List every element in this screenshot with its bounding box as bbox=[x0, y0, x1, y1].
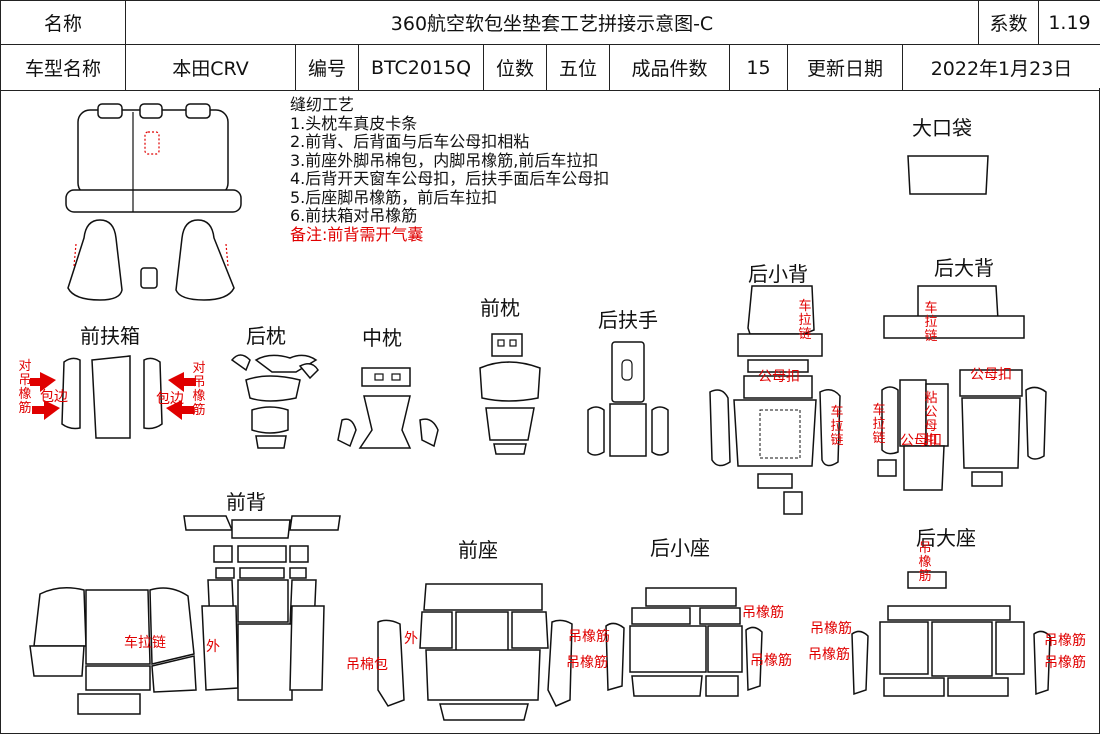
seats-value: 五位 bbox=[546, 44, 610, 91]
rear-small-seat-label: 后小座 bbox=[650, 536, 710, 560]
note-item: 3.前座外脚吊棉包，内脚吊橡筋,前后车拉扣 bbox=[290, 150, 599, 170]
note-item: 1.头枕车真皮卡条 bbox=[290, 113, 418, 133]
note-item: 5.后座脚吊橡筋，前后车拉扣 bbox=[290, 187, 498, 207]
hang-elastic-note: 吊橡筋 bbox=[918, 541, 932, 584]
rear-armrest-pieces bbox=[587, 341, 669, 457]
paste-snap-note: 粘公母扣 bbox=[924, 391, 938, 448]
zipper-note: 车拉链 bbox=[830, 405, 844, 448]
front-headrest-label: 前枕 bbox=[480, 296, 520, 320]
rear-large-seat-label: 后大座 bbox=[916, 526, 976, 550]
sheet-title: 360航空软包坐垫套工艺拼接示意图-C bbox=[125, 0, 979, 45]
date-label: 更新日期 bbox=[787, 44, 903, 91]
code-value: BTC2015Q bbox=[358, 44, 484, 91]
front-seat-pieces bbox=[377, 583, 573, 721]
hang-elastic-note: 吊橡筋 bbox=[750, 653, 792, 669]
hang-elastic-note: 吊橡筋 bbox=[568, 629, 610, 645]
hang-elastic-note: 吊橡筋 bbox=[1044, 633, 1086, 649]
rear-small-back-pieces bbox=[709, 285, 841, 515]
middle-headrest-label: 中枕 bbox=[362, 326, 402, 350]
rear-small-back-label: 后小背 bbox=[748, 262, 808, 286]
pair-elastic-note-right: 对吊橡筋 bbox=[192, 361, 206, 418]
seat-overview-illustration bbox=[65, 103, 242, 301]
big-pocket-label: 大口袋 bbox=[912, 116, 972, 140]
middle-headrest-pieces bbox=[337, 367, 439, 449]
zipper-note: 车拉链 bbox=[798, 299, 812, 342]
pieces-label: 成品件数 bbox=[609, 44, 730, 91]
front-console-pieces bbox=[30, 355, 196, 439]
rear-large-seat-pieces bbox=[851, 571, 1051, 697]
front-back-pieces bbox=[29, 515, 341, 715]
pieces-value: 15 bbox=[729, 44, 788, 91]
rear-large-back-pieces bbox=[877, 285, 1047, 491]
zipper-note: 车拉链 bbox=[924, 301, 938, 344]
rear-headrest-pieces bbox=[230, 354, 319, 449]
pair-elastic-note-left: 对吊橡筋 bbox=[18, 359, 32, 416]
rear-small-seat-pieces bbox=[605, 587, 763, 697]
hang-elastic-note: 吊橡筋 bbox=[810, 621, 852, 637]
sewing-notes: 缝纫工艺 1.头枕车真皮卡条 2.前背、后背面与后车公母扣相粘 3.前座外脚吊棉… bbox=[290, 95, 610, 244]
edge-wrap-note-left: 包边 bbox=[40, 389, 68, 405]
front-seat-label: 前座 bbox=[458, 538, 498, 562]
note-item: 4.后背开天窗车公母扣，后扶手面后车公母扣 bbox=[290, 169, 610, 188]
front-console-label: 前扶箱 bbox=[80, 324, 140, 348]
date-value: 2022年1月23日 bbox=[902, 44, 1100, 91]
outer-note: 外 bbox=[404, 631, 418, 647]
code-label: 编号 bbox=[295, 44, 359, 91]
edge-wrap-note-right: 包边 bbox=[156, 391, 184, 407]
notes-remark: 备注:前背需开气囊 bbox=[290, 224, 424, 244]
zipper-note: 车拉链 bbox=[872, 403, 886, 446]
note-item: 6.前扶箱对吊橡筋 bbox=[290, 206, 418, 225]
notes-title: 缝纫工艺 bbox=[290, 95, 355, 114]
hang-elastic-note: 吊橡筋 bbox=[566, 655, 608, 671]
hang-elastic-note: 吊橡筋 bbox=[808, 647, 850, 663]
front-headrest-pieces bbox=[479, 333, 541, 455]
hang-elastic-note: 吊橡筋 bbox=[742, 605, 784, 621]
big-pocket-piece bbox=[907, 155, 989, 195]
snap-note: 公母扣 bbox=[758, 369, 800, 385]
note-item: 2.前背、后背面与后车公母扣相粘 bbox=[290, 132, 530, 151]
header-row-1: 名称 360航空软包坐垫套工艺拼接示意图-C 系数 1.19 bbox=[0, 0, 1100, 45]
rear-headrest-label: 后枕 bbox=[246, 324, 286, 348]
hang-elastic-note: 吊橡筋 bbox=[1044, 655, 1086, 671]
seats-label: 位数 bbox=[483, 44, 547, 91]
header-row-2: 车型名称 本田CRV 编号 BTC2015Q 位数 五位 成品件数 15 更新日… bbox=[0, 44, 1100, 91]
front-back-label: 前背 bbox=[226, 490, 266, 514]
rear-armrest-label: 后扶手 bbox=[598, 308, 658, 332]
hang-cotton-note: 吊棉包 bbox=[346, 657, 388, 673]
rear-large-back-label: 后大背 bbox=[934, 256, 994, 280]
snap-note: 公母扣 bbox=[900, 433, 942, 449]
name-label: 名称 bbox=[0, 0, 126, 45]
zipper-note: 车拉链 bbox=[124, 635, 166, 651]
coef-value: 1.19 bbox=[1038, 0, 1100, 45]
outer-note: 外 bbox=[206, 639, 220, 655]
snap-note: 公母扣 bbox=[970, 367, 1012, 383]
